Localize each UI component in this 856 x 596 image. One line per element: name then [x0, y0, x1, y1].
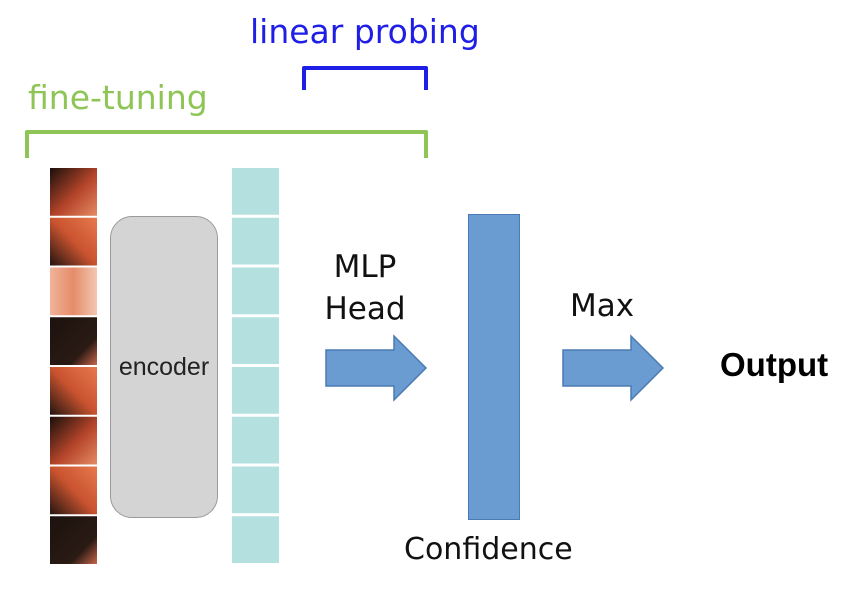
image-patch: [50, 367, 97, 415]
mlp-head-line2: Head: [324, 291, 406, 327]
linear-probing-label: linear probing: [250, 12, 480, 51]
image-patch: [50, 217, 97, 266]
image-patch-strip: [50, 168, 97, 564]
encoder-block: encoder: [110, 216, 218, 518]
max-arrow: [562, 334, 665, 402]
fine-tuning-bracket: [25, 130, 428, 158]
token-cell: [232, 217, 279, 265]
mlp-head-line1: MLP: [333, 249, 397, 285]
encoder-label: encoder: [118, 353, 210, 381]
image-patch: [50, 168, 97, 216]
linear-probing-bracket: [302, 66, 428, 90]
token-cell: [232, 416, 279, 464]
token-cell: [232, 516, 279, 563]
image-patch: [50, 416, 97, 465]
image-patch: [50, 267, 97, 316]
image-patch: [50, 516, 97, 564]
mlp-head-arrow: [325, 334, 428, 402]
mlp-head-label: MLP Head: [300, 246, 430, 330]
token-column: [232, 168, 279, 563]
fine-tuning-label: fine-tuning: [28, 78, 208, 117]
token-cell: [232, 367, 279, 414]
token-cell: [232, 466, 279, 514]
confidence-label: Confidence: [404, 532, 573, 567]
token-cell: [232, 168, 279, 215]
max-label: Max: [570, 288, 635, 324]
output-label: Output: [720, 346, 829, 383]
token-cell: [232, 317, 279, 364]
token-cell: [232, 267, 279, 315]
confidence-bar: [468, 214, 520, 520]
image-patch: [50, 317, 97, 365]
image-patch: [50, 466, 97, 515]
